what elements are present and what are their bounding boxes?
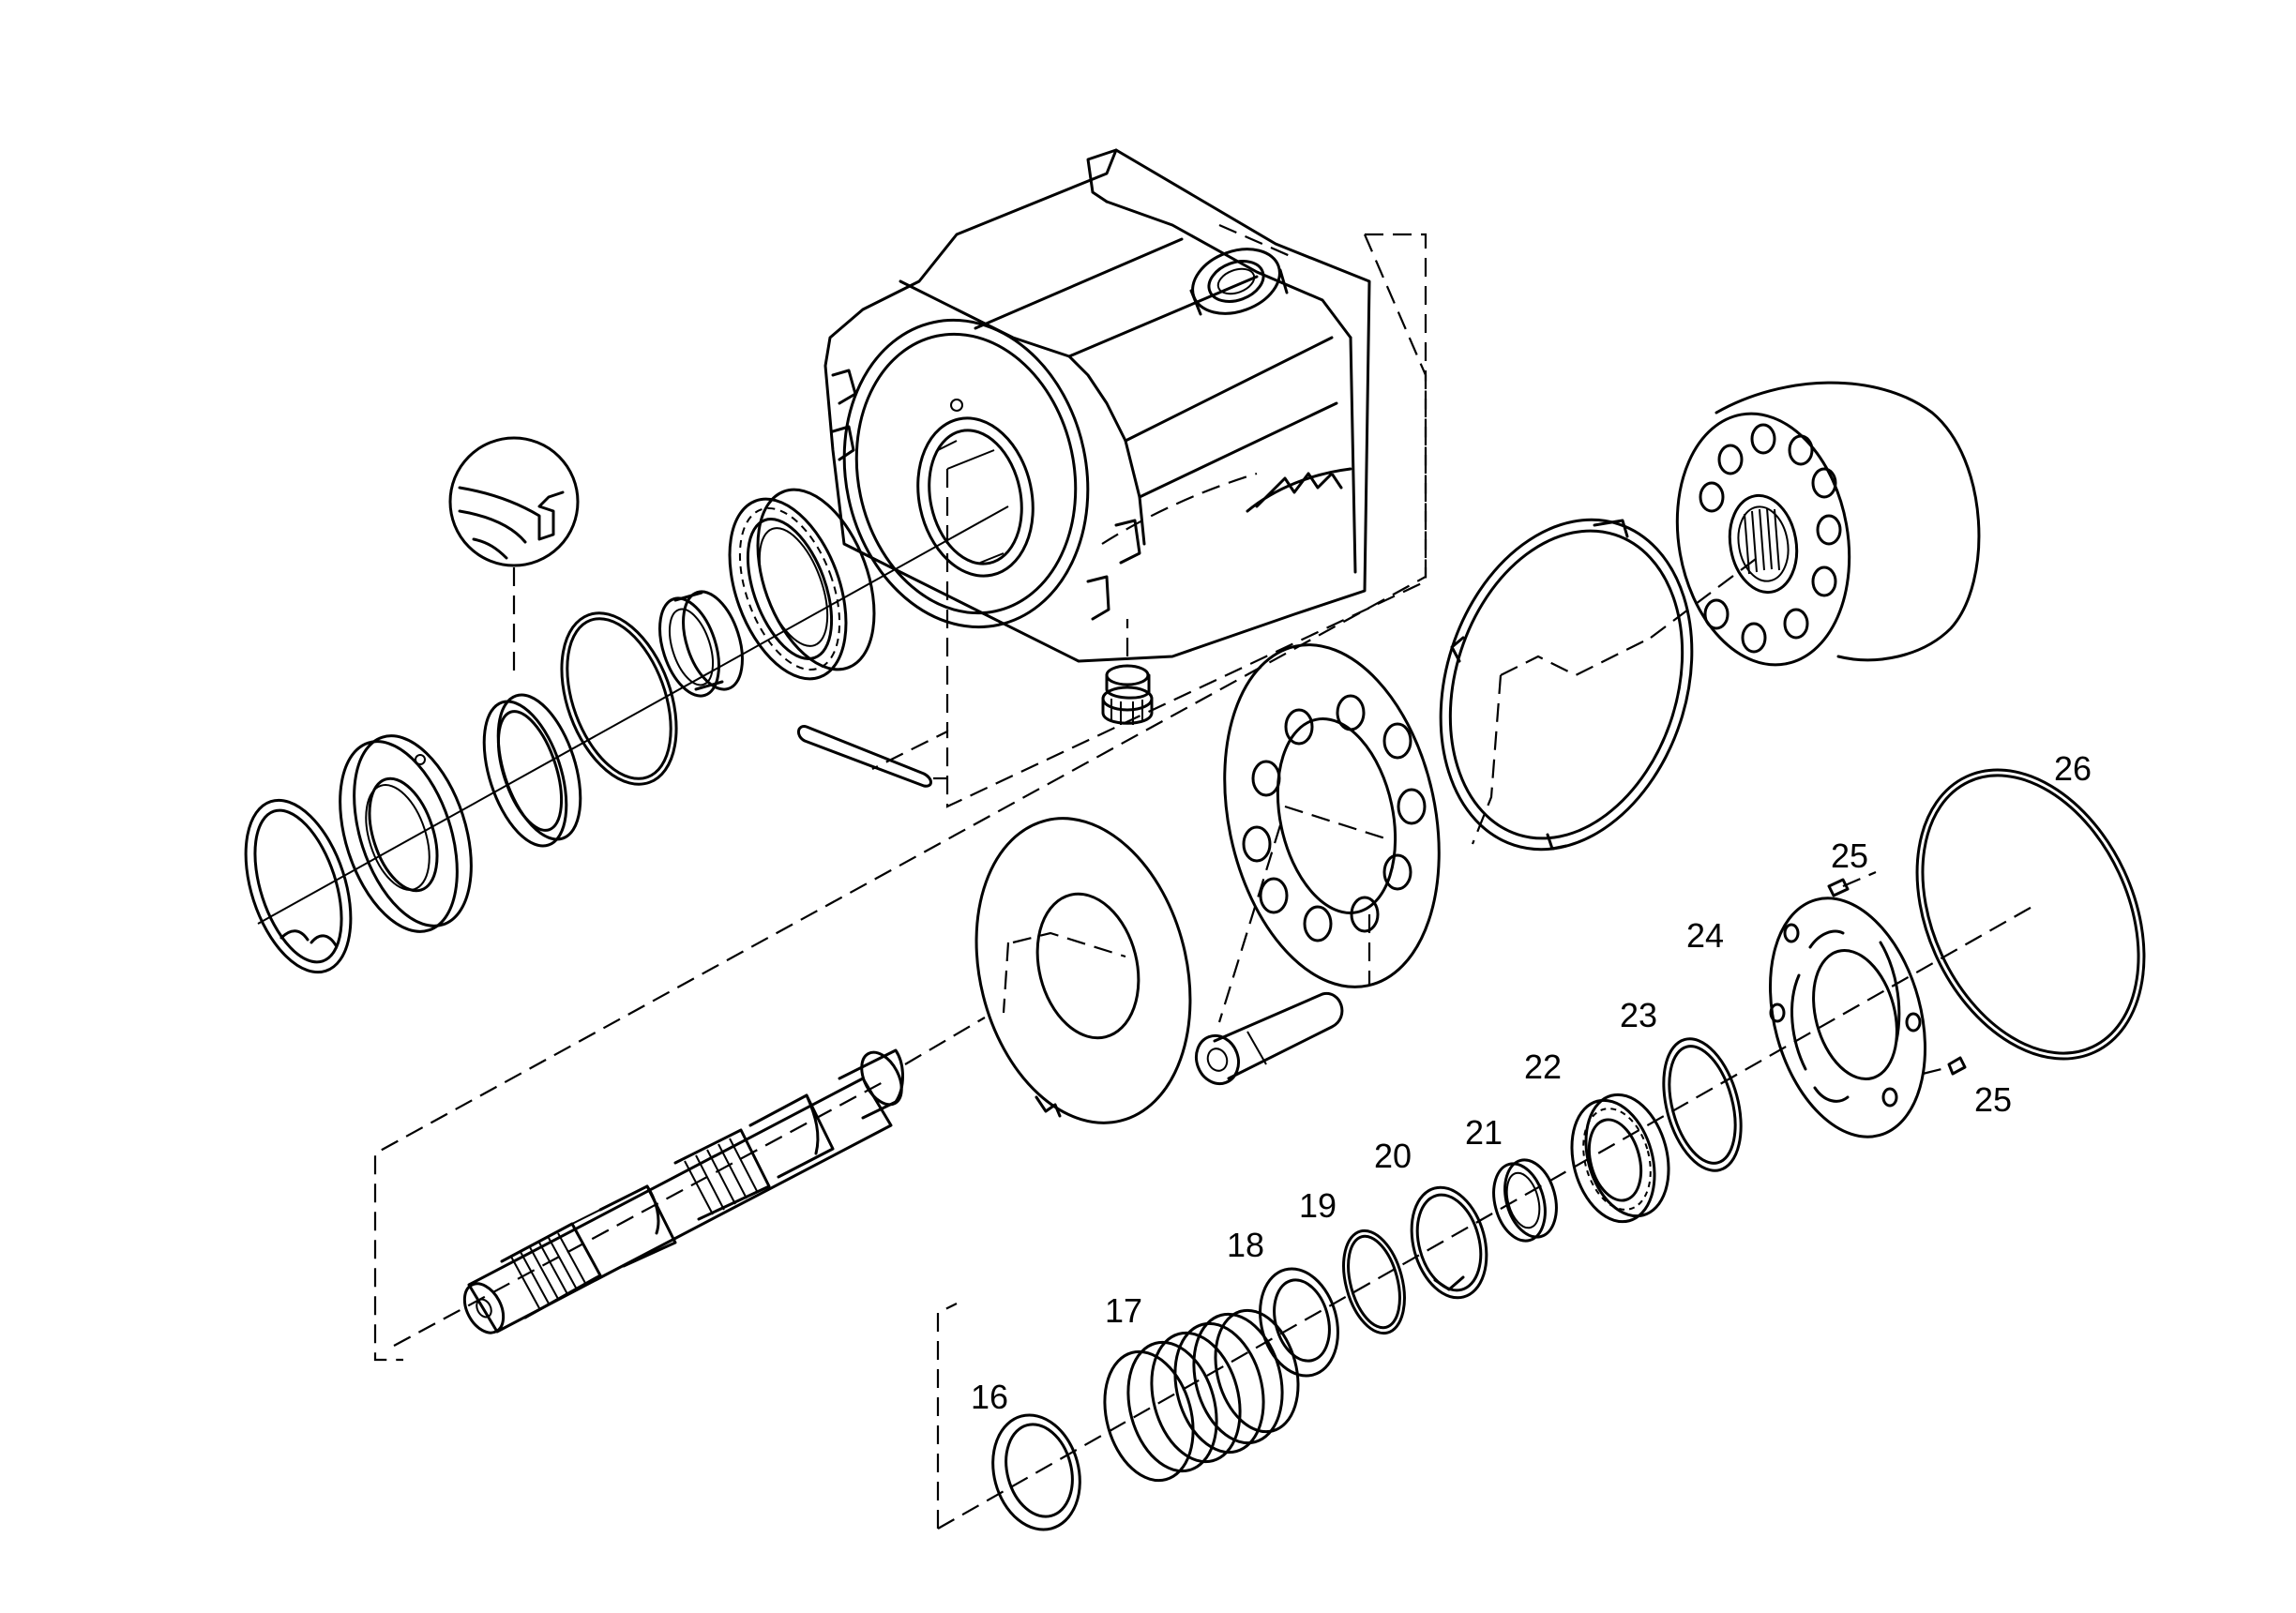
callout-19: 19: [1299, 1186, 1337, 1225]
part-20-snap-ring: [1410, 1185, 1488, 1300]
cylinder-pin: [1194, 992, 1344, 1086]
part-25-pin-upper: [1827, 870, 1877, 897]
callout-24: 24: [1686, 916, 1724, 955]
callout-18: 18: [1227, 1226, 1264, 1264]
callout-17: 17: [1105, 1291, 1142, 1330]
center-axis-main: [393, 1079, 887, 1347]
piston-retainer-plate: [1217, 643, 1441, 1023]
shaft-assembly-boundary: [373, 233, 1427, 1362]
callout-21: 21: [1465, 1113, 1503, 1152]
part-22-bearing: [1570, 1093, 1670, 1224]
bearing-group-left: [244, 436, 947, 974]
callout-25-lower: 25: [1974, 1080, 2012, 1119]
callout-labels: 16 17 18 19 20 21 22 23 24 25 25 26: [971, 749, 2092, 1416]
cylinder-block: [1650, 381, 1981, 667]
housing-boundary: [871, 234, 1427, 808]
swash-ring: [1439, 518, 1694, 852]
center-axis-right: [937, 904, 2036, 1530]
part-25-pin-lower: [1922, 1056, 1967, 1076]
callout-20: 20: [1374, 1137, 1412, 1175]
part-23-ring: [1662, 1037, 1743, 1172]
callout-26: 26: [2054, 749, 2092, 788]
motor-housing: [823, 148, 1371, 725]
part-16-washer: [991, 1413, 1081, 1531]
part-19-ring: [1342, 1229, 1406, 1335]
callout-16: 16: [971, 1378, 1008, 1416]
detail-magnifier-bubble: [448, 436, 580, 567]
callout-23: 23: [1620, 996, 1657, 1034]
part-26-o-ring: [1915, 768, 2146, 1061]
callout-25-upper: 25: [1831, 837, 1868, 875]
part-17-spring: [1103, 1308, 1300, 1483]
drive-shaft: [462, 1048, 904, 1334]
center-axis-left: [257, 505, 1009, 925]
thrust-plate: [974, 817, 1192, 1124]
callout-22: 22: [1524, 1048, 1562, 1086]
part-21-seal-ring: [1492, 1158, 1558, 1243]
part-24-port-plate: [1768, 897, 1927, 1138]
part-18-washer: [1259, 1267, 1339, 1378]
